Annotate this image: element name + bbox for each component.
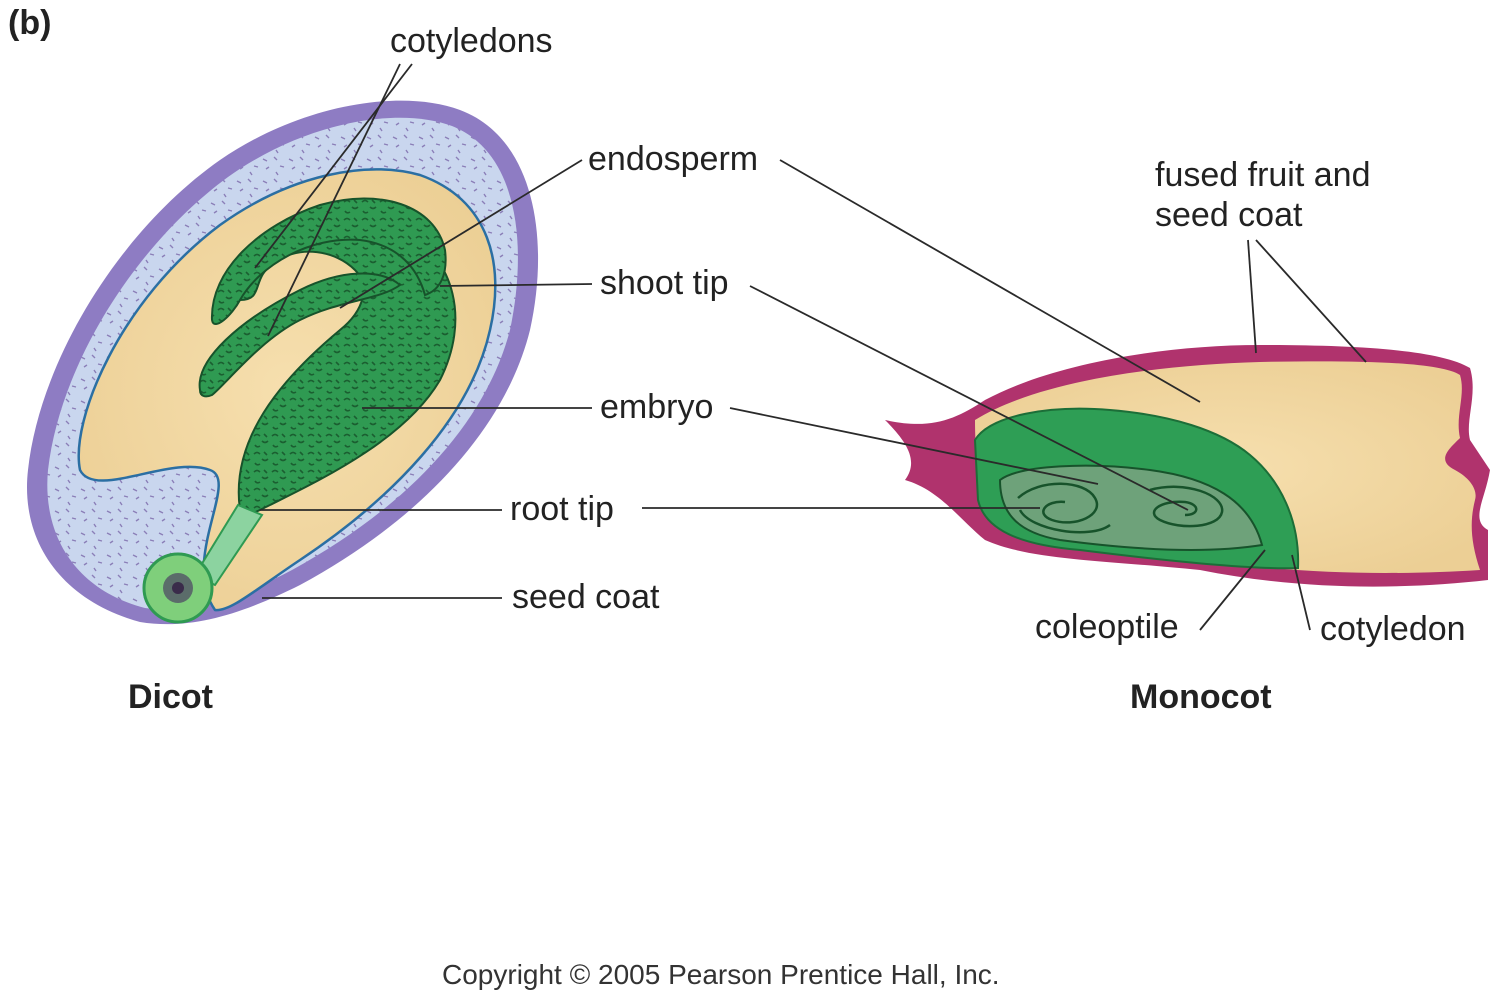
dicot-seed bbox=[26, 100, 539, 625]
label-endosperm: endosperm bbox=[588, 140, 758, 178]
dicot-title: Dicot bbox=[128, 678, 213, 716]
label-root-tip: root tip bbox=[510, 490, 614, 528]
leader-shoot-tip-dicot bbox=[439, 283, 593, 287]
leader-fused-2 bbox=[1255, 239, 1367, 363]
label-cotyledons: cotyledons bbox=[390, 22, 553, 60]
leader-embryo-monocot bbox=[729, 407, 1099, 485]
leader-shoot-tip-monocot bbox=[749, 285, 1189, 511]
label-coleoptile: coleoptile bbox=[1035, 608, 1179, 646]
dicot-root-tip-nucleus bbox=[172, 582, 184, 594]
leader-endosperm-monocot bbox=[779, 159, 1201, 403]
leader-cotyledon-monocot bbox=[1291, 554, 1311, 631]
leader-cotyledons-1 bbox=[254, 63, 413, 269]
monocot-root-folds bbox=[1017, 482, 1111, 534]
dicot-cotyledon-lower bbox=[198, 272, 402, 398]
monocot-seed bbox=[885, 345, 1490, 587]
monocot-coleoptile-folds bbox=[1149, 485, 1224, 528]
copyright-notice: Copyright © 2005 Pearson Prentice Hall, … bbox=[442, 959, 1000, 990]
label-embryo: embryo bbox=[600, 388, 713, 426]
leader-endosperm-dicot bbox=[339, 159, 583, 309]
leader-fused-1 bbox=[1247, 239, 1257, 354]
leader-lines bbox=[254, 63, 1367, 631]
leader-coleoptile bbox=[1199, 549, 1266, 631]
dicot-radicle bbox=[193, 503, 264, 587]
leader-cotyledons-2 bbox=[267, 63, 401, 337]
monocot-title: Monocot bbox=[1130, 678, 1272, 716]
panel-label: (b) bbox=[8, 4, 51, 42]
monocot-embryo bbox=[998, 464, 1264, 551]
label-fused-fruit-line2: seed coat bbox=[1155, 196, 1303, 234]
label-seed-coat: seed coat bbox=[512, 578, 660, 616]
label-cotyledon: cotyledon bbox=[1320, 610, 1466, 648]
label-fused-fruit-line1: fused fruit and bbox=[1155, 156, 1370, 194]
label-shoot-tip: shoot tip bbox=[600, 264, 729, 302]
